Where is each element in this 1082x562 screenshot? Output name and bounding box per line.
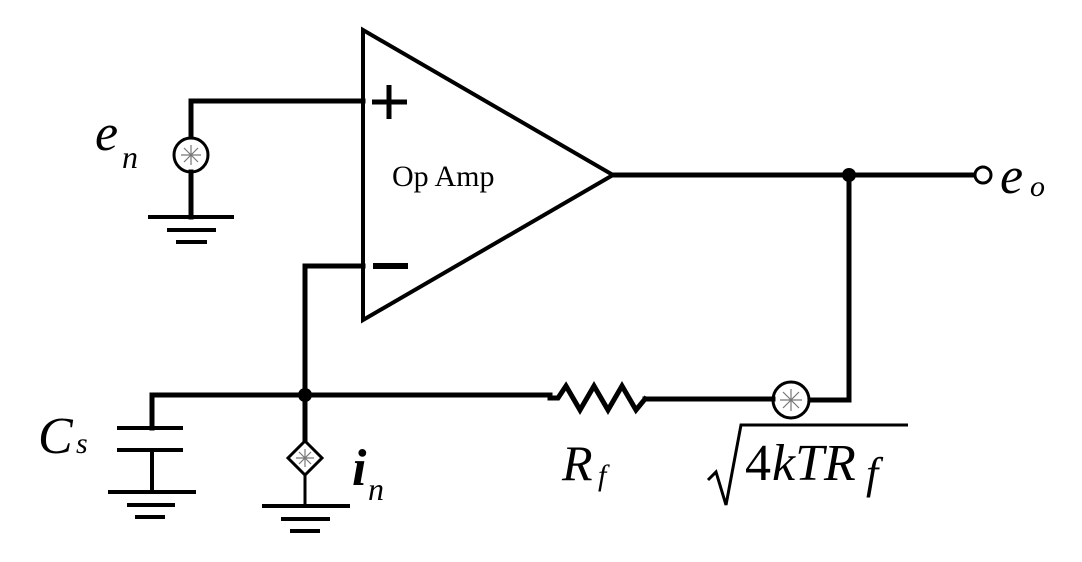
thermal-noise-sub: f: [866, 449, 884, 498]
in-label-sub: n: [368, 471, 384, 507]
rf-label-sub: f: [598, 459, 610, 492]
wire-noninverting-input: [188, 98, 366, 143]
cs-label: C: [38, 408, 74, 465]
eo-label: e: [1000, 148, 1023, 205]
en-label-sub: n: [122, 139, 138, 175]
eo-label-sub: o: [1030, 170, 1045, 203]
en-noise-source-icon: [172, 136, 210, 174]
capacitor-cs-icon: [117, 426, 183, 492]
cs-label-sub: s: [76, 427, 88, 460]
en-label: e: [95, 105, 118, 162]
in-label: i: [352, 440, 367, 497]
thermal-noise-text: kTR: [772, 435, 856, 492]
output-terminal-icon: [973, 165, 993, 185]
ground-icon: [148, 215, 234, 244]
plus-sign-icon: [372, 85, 407, 119]
opamp-label: Op Amp: [392, 160, 495, 193]
wire-inverting-input: [302, 263, 366, 398]
rf-noise-source-icon: [771, 380, 811, 420]
in-current-source-icon: [285, 438, 325, 478]
ground-icon: [108, 490, 196, 519]
opamp-triangle: [361, 26, 617, 324]
resistor-rf-icon: [547, 381, 649, 415]
thermal-noise-label: 4 kTR f: [706, 423, 908, 506]
wire-feedback-right: [806, 172, 852, 403]
ground-icon: [262, 504, 350, 533]
rf-label: R: [561, 435, 593, 491]
thermal-noise-4: 4: [745, 435, 771, 492]
